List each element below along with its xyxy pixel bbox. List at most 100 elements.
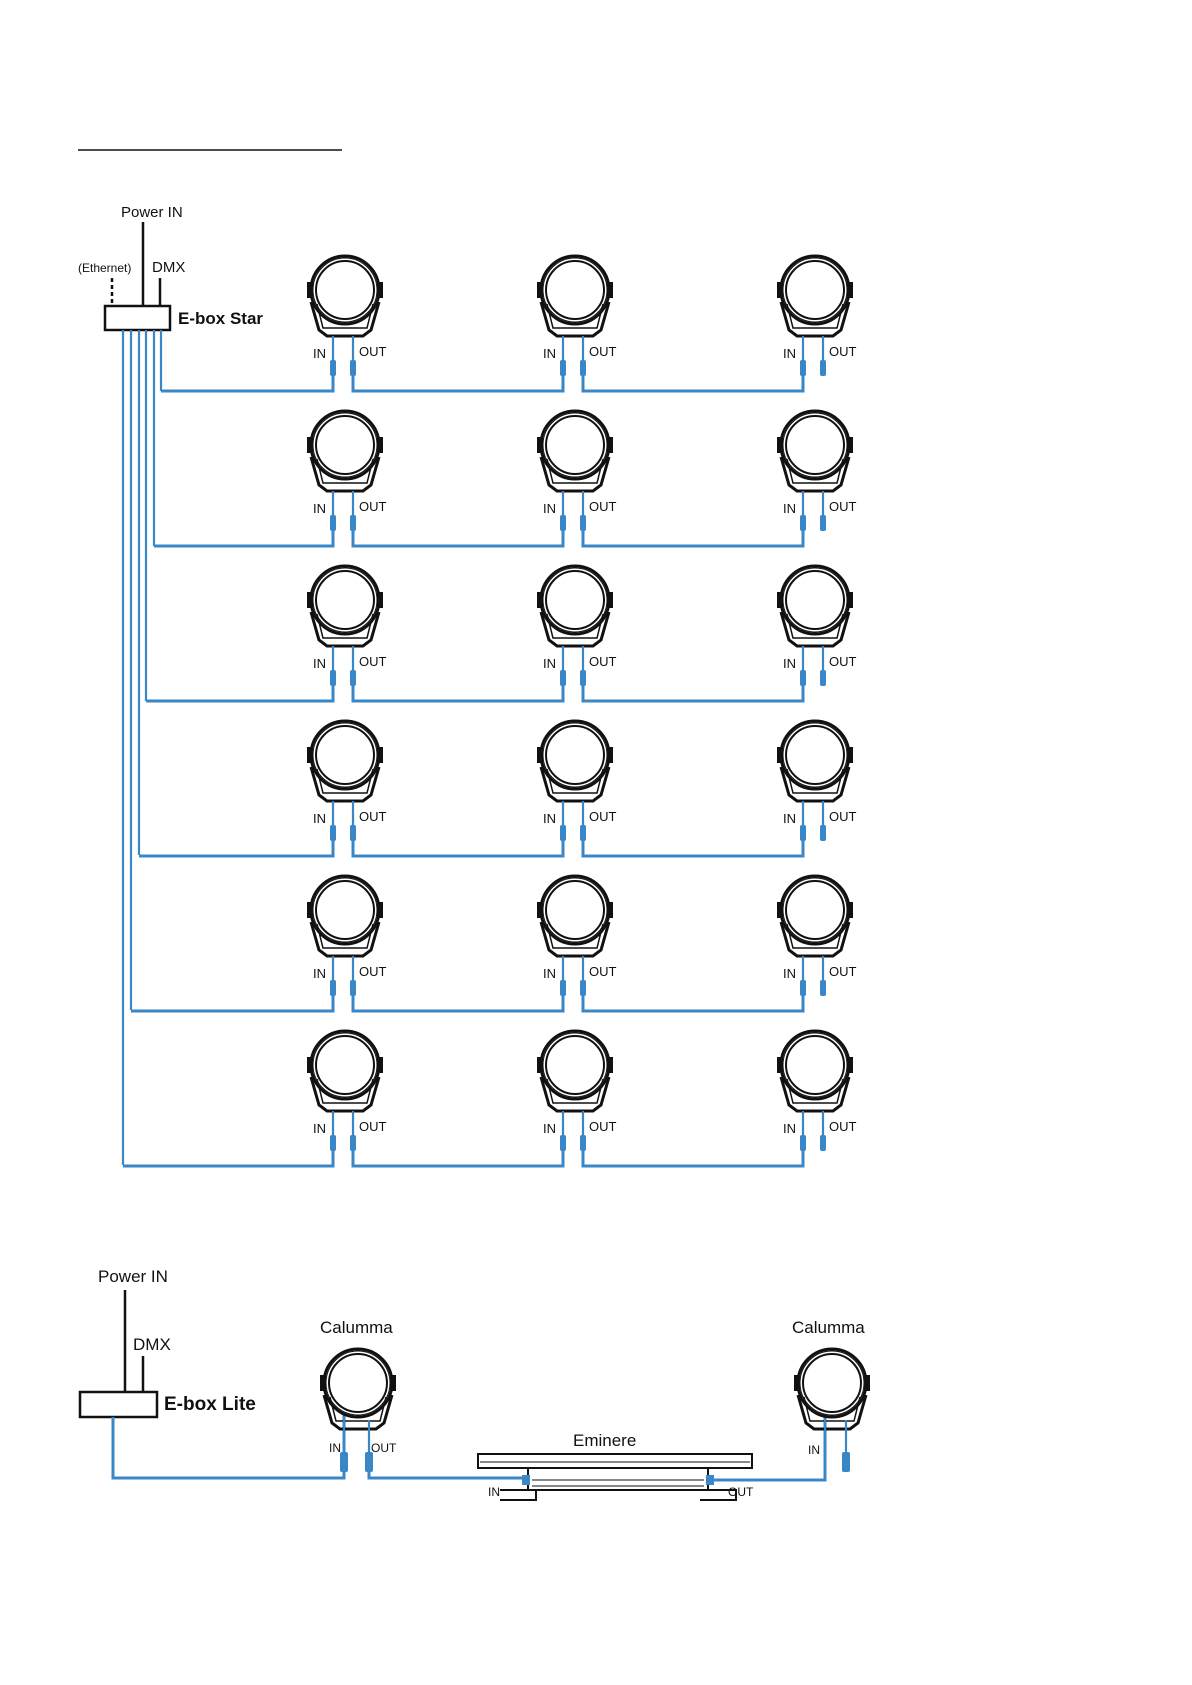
bottom-power-in-label: Power IN xyxy=(98,1267,168,1286)
connector-plug-icon xyxy=(820,980,826,996)
connector-plug-icon xyxy=(330,1135,336,1151)
connector-plug-icon xyxy=(350,515,356,531)
fixture-in-label: IN xyxy=(543,811,556,826)
par-light-icon xyxy=(307,411,383,491)
bottom-dmx-label: DMX xyxy=(133,1335,171,1354)
par-light-icon xyxy=(777,256,853,336)
connector-plug-icon xyxy=(330,670,336,686)
connector-plug-icon xyxy=(350,360,356,376)
connector-plug-icon xyxy=(580,1135,586,1151)
connector-plug-icon xyxy=(560,825,566,841)
connector-plug-icon xyxy=(350,1135,356,1151)
calumma-1-in-label: IN xyxy=(329,1441,341,1455)
fixture-out-label: OUT xyxy=(589,1119,617,1134)
fixture-in-label: IN xyxy=(783,656,796,671)
fixture-out-label: OUT xyxy=(589,654,617,669)
connector-plug-icon xyxy=(580,515,586,531)
fixture-out-label: OUT xyxy=(359,654,387,669)
fixture-in-label: IN xyxy=(543,656,556,671)
bottom-diagram: Power IN DMX E-box Lite Calumma IN OUT E… xyxy=(80,1267,870,1500)
fixture-out-label: OUT xyxy=(829,499,857,514)
par-light-icon xyxy=(307,566,383,646)
calumma-1-out-label: OUT xyxy=(371,1441,397,1455)
par-light-icon xyxy=(777,1031,853,1111)
fixture-in-label: IN xyxy=(313,656,326,671)
connector-plug-icon xyxy=(330,515,336,531)
fixture-out-label: OUT xyxy=(359,499,387,514)
fixture-out-label: OUT xyxy=(359,1119,387,1134)
connector-plug-icon xyxy=(560,515,566,531)
fixture-out-label: OUT xyxy=(359,964,387,979)
connector-plug-icon xyxy=(330,360,336,376)
connector-plug-icon xyxy=(580,360,586,376)
fixture-in-label: IN xyxy=(783,1121,796,1136)
controller-lite-box-icon xyxy=(80,1392,157,1417)
par-light-icon xyxy=(537,411,613,491)
connector-plug-icon xyxy=(820,825,826,841)
fixture-out-label: OUT xyxy=(589,809,617,824)
connector-plug-icon xyxy=(560,980,566,996)
connector-plug-icon xyxy=(580,825,586,841)
fixture-in-label: IN xyxy=(313,501,326,516)
dmx-label: DMX xyxy=(152,259,185,276)
fixture-in-label: IN xyxy=(313,346,326,361)
fixture-in-label: IN xyxy=(313,811,326,826)
eminere-label: Eminere xyxy=(573,1431,636,1450)
connector-plug-icon xyxy=(800,980,806,996)
connector-plug-icon xyxy=(800,515,806,531)
connector-plug-icon xyxy=(820,1135,826,1151)
connector-plug-icon xyxy=(580,670,586,686)
fixture-in-label: IN xyxy=(783,811,796,826)
par-light-icon xyxy=(777,876,853,956)
controller-box-icon xyxy=(105,306,170,330)
ebox-lite-label: E-box Lite xyxy=(164,1394,256,1415)
fixture-out-label: OUT xyxy=(359,344,387,359)
bar-out-label: OUT xyxy=(728,1485,754,1499)
connector-plug-icon xyxy=(560,360,566,376)
par-light-icon xyxy=(537,1031,613,1111)
fixture-in-label: IN xyxy=(313,1121,326,1136)
fixture-row: IN OUT IN OUT IN OUT xyxy=(161,256,857,391)
par-light-icon xyxy=(777,566,853,646)
par-light-icon xyxy=(307,256,383,336)
connector-plug-icon xyxy=(350,670,356,686)
power-in-label: Power IN xyxy=(121,204,183,221)
connector-plug-icon xyxy=(800,360,806,376)
par-light-icon xyxy=(307,1031,383,1111)
fixture-in-label: IN xyxy=(543,346,556,361)
fixture-in-label: IN xyxy=(543,1121,556,1136)
par-light-icon xyxy=(537,876,613,956)
fixture-out-label: OUT xyxy=(829,344,857,359)
fixture-in-label: IN xyxy=(783,501,796,516)
connector-plug-icon xyxy=(820,670,826,686)
par-light-icon xyxy=(307,721,383,801)
connector-plug-icon xyxy=(800,1135,806,1151)
par-light-icon xyxy=(777,721,853,801)
connector-plug-icon xyxy=(820,515,826,531)
calumma-2-in-label: IN xyxy=(808,1443,820,1457)
par-light-icon xyxy=(537,256,613,336)
connector-plug-icon xyxy=(350,825,356,841)
fixture-in-label: IN xyxy=(543,501,556,516)
fixture-in-label: IN xyxy=(543,966,556,981)
ethernet-label: (Ethernet) xyxy=(78,261,131,275)
fixture-in-label: IN xyxy=(783,346,796,361)
fixture-in-label: IN xyxy=(783,966,796,981)
controller-label: E-box Star xyxy=(178,309,263,328)
connector-plug-icon xyxy=(560,670,566,686)
par-light-icon xyxy=(320,1349,396,1429)
connector-plug-icon xyxy=(330,980,336,996)
calumma-1-label: Calumma xyxy=(320,1318,393,1337)
par-light-icon xyxy=(777,411,853,491)
connector-plug-icon xyxy=(820,360,826,376)
connector-plug-icon xyxy=(800,670,806,686)
par-light-icon xyxy=(307,876,383,956)
fixture-out-label: OUT xyxy=(589,344,617,359)
fixture-in-label: IN xyxy=(313,966,326,981)
par-light-icon xyxy=(537,721,613,801)
fixture-out-label: OUT xyxy=(829,654,857,669)
